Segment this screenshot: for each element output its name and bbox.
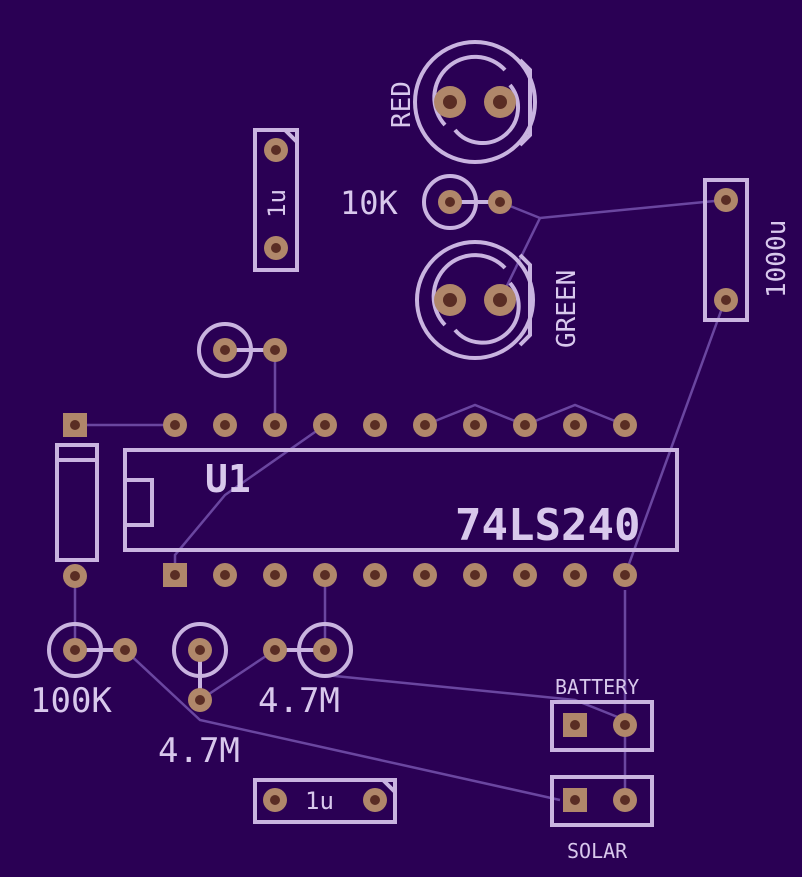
resistor-10k: 10K bbox=[340, 174, 512, 230]
capacitor-1u-top: 1u bbox=[253, 128, 299, 272]
resistor-4-7m-vertical: 4.7M bbox=[158, 622, 240, 771]
resistor-100k-label: 100K bbox=[30, 681, 112, 721]
capacitor-1u-bottom-label: 1u bbox=[305, 787, 334, 815]
led-green: GREEN bbox=[415, 240, 582, 360]
connector-solar: SOLAR bbox=[550, 775, 654, 863]
capacitor-1000u: 1000u bbox=[703, 178, 792, 322]
capacitor-1u-bottom: 1u bbox=[253, 778, 397, 824]
led-green-label: GREEN bbox=[552, 270, 582, 348]
resistor-standing-top bbox=[197, 322, 287, 378]
led-red-label: RED bbox=[387, 81, 417, 128]
diode-left bbox=[55, 413, 99, 588]
ic-u1-ref: U1 bbox=[205, 457, 251, 501]
resistor-4-7m-horizontal-label: 4.7M bbox=[258, 681, 340, 721]
led-red: RED bbox=[387, 40, 537, 164]
capacitor-1000u-label: 1000u bbox=[762, 220, 792, 298]
ic-u1: U1 74LS240 bbox=[123, 413, 679, 587]
ic-u1-bottom-pins bbox=[163, 563, 637, 587]
connector-solar-label: SOLAR bbox=[567, 839, 628, 863]
resistor-4-7m-vertical-label: 4.7M bbox=[158, 731, 240, 771]
resistor-10k-label: 10K bbox=[340, 184, 399, 222]
resistor-100k: 100K bbox=[30, 622, 137, 721]
connector-battery-label: BATTERY bbox=[555, 675, 639, 699]
connector-battery: BATTERY bbox=[550, 675, 654, 752]
capacitor-1u-top-label: 1u bbox=[263, 189, 291, 218]
resistor-4-7m-horizontal: 4.7M bbox=[258, 622, 353, 721]
ic-u1-value: 74LS240 bbox=[455, 500, 640, 551]
ic-u1-top-pins bbox=[163, 413, 637, 437]
